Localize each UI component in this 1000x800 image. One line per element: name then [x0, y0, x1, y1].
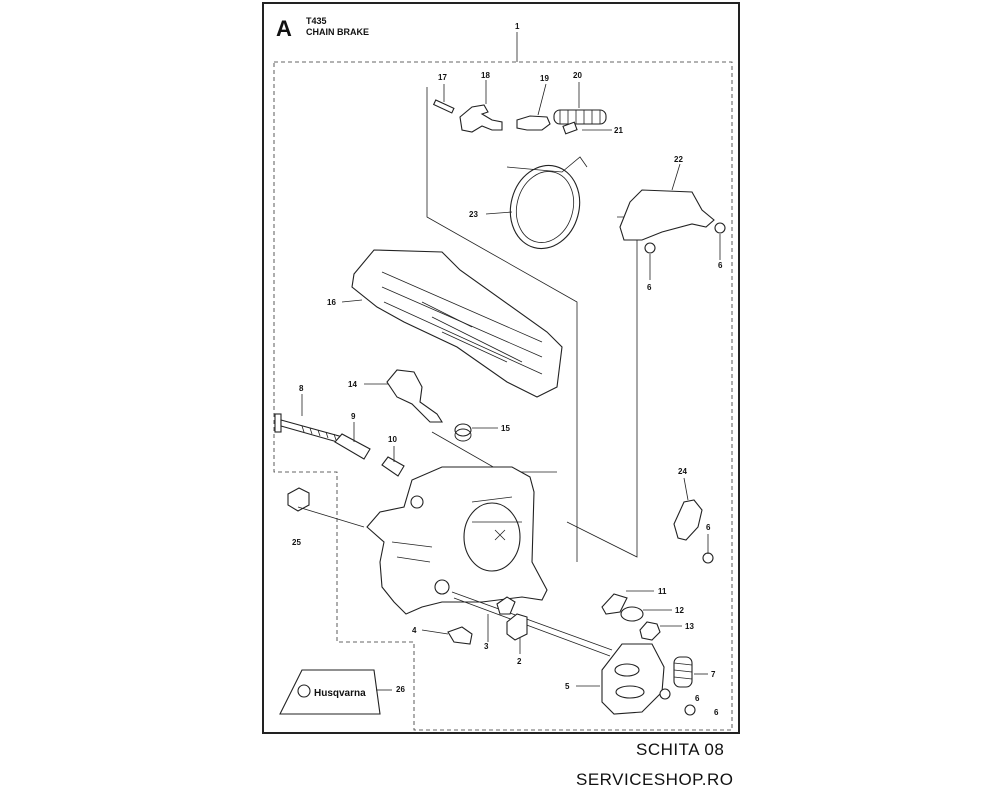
callout-16: 16	[327, 298, 336, 307]
pivot-bolt	[496, 596, 516, 615]
callout-18: 18	[481, 71, 490, 80]
callout-2: 2	[517, 657, 522, 666]
callout-26: 26	[396, 685, 405, 694]
leader-24	[683, 477, 689, 501]
exploded-parts-drawing: Husqvarna 1 17 18 19 20	[273, 22, 733, 731]
callout-7: 7	[711, 670, 716, 679]
leader-23	[485, 211, 513, 215]
part-23-brake-band	[506, 156, 588, 250]
callout-21: 21	[614, 126, 623, 135]
diagram-sheet: A T435 CHAIN BRAKE	[262, 2, 740, 734]
assembly-boundary	[273, 61, 733, 731]
callout-24: 24	[678, 467, 687, 476]
callout-6-e: 6	[714, 708, 719, 717]
callout-6-b: 6	[718, 261, 723, 270]
part-19-knee-link	[516, 115, 551, 131]
part-2-nut	[506, 613, 528, 641]
callout-13: 13	[685, 622, 694, 631]
leader-22	[671, 163, 681, 191]
part-25-nut	[287, 487, 310, 512]
callout-6-a: 6	[647, 283, 652, 292]
part-3-rod	[451, 591, 613, 657]
guide-frame-mid	[431, 431, 557, 473]
callout-12: 12	[675, 606, 684, 615]
screw-6-a	[644, 242, 656, 254]
part-12-washer	[620, 606, 644, 622]
callout-4: 4	[412, 626, 417, 635]
callout-15: 15	[501, 424, 510, 433]
leader-25	[297, 506, 365, 528]
part-13-nut	[639, 621, 661, 641]
part-7-spring	[673, 656, 693, 688]
callout-9: 9	[351, 412, 356, 421]
part-26-decal: Husqvarna	[279, 669, 381, 715]
diagram-title: CHAIN BRAKE	[306, 27, 369, 37]
screw-6-c	[702, 552, 714, 564]
part-21-cap	[562, 121, 578, 135]
section-letter: A	[276, 16, 292, 41]
leader-16	[341, 299, 363, 303]
screw-6-e	[684, 704, 696, 716]
callout-17: 17	[438, 73, 447, 82]
callout-6-c: 6	[706, 523, 711, 532]
callout-5: 5	[565, 682, 570, 691]
part-17-pin	[432, 99, 455, 114]
part-24-lever	[673, 499, 703, 541]
callout-6-d: 6	[695, 694, 700, 703]
callout-10: 10	[388, 435, 397, 444]
callout-20: 20	[573, 71, 582, 80]
part-4-bracket	[447, 626, 473, 645]
screw-6-b	[714, 222, 726, 234]
part-18-lever	[459, 104, 503, 133]
part-11-spring	[601, 593, 628, 615]
husqvarna-logo-text: Husqvarna	[314, 688, 366, 699]
part-10-bushing	[381, 456, 405, 477]
callout-19: 19	[540, 74, 549, 83]
part-5-plate	[601, 643, 665, 715]
guide-frame-right	[566, 216, 638, 558]
model-number: T435	[306, 16, 327, 26]
part-9-sleeve	[334, 433, 371, 460]
part-22-cover	[619, 189, 715, 241]
shop-label: SERVICESHOP.RO	[576, 770, 734, 789]
leader-4	[421, 629, 449, 635]
callout-22: 22	[674, 155, 683, 164]
leader-19	[537, 83, 547, 116]
part-14-spring-holder	[386, 369, 443, 423]
callout-23: 23	[469, 210, 478, 219]
callout-11: 11	[658, 587, 667, 596]
callout-1: 1	[515, 22, 520, 31]
guide-frame-upper	[426, 87, 578, 562]
callout-8: 8	[299, 384, 304, 393]
screw-6-d	[659, 688, 671, 700]
clutch-cover-housing	[366, 466, 548, 615]
schema-label: SCHITA 08	[636, 740, 725, 759]
part-16-front-hand-guard	[351, 249, 563, 398]
callout-3: 3	[484, 642, 489, 651]
part-15-torsion-spring	[454, 423, 472, 442]
part-20-spring	[553, 109, 607, 125]
callout-25: 25	[292, 538, 301, 547]
callout-14: 14	[348, 380, 357, 389]
